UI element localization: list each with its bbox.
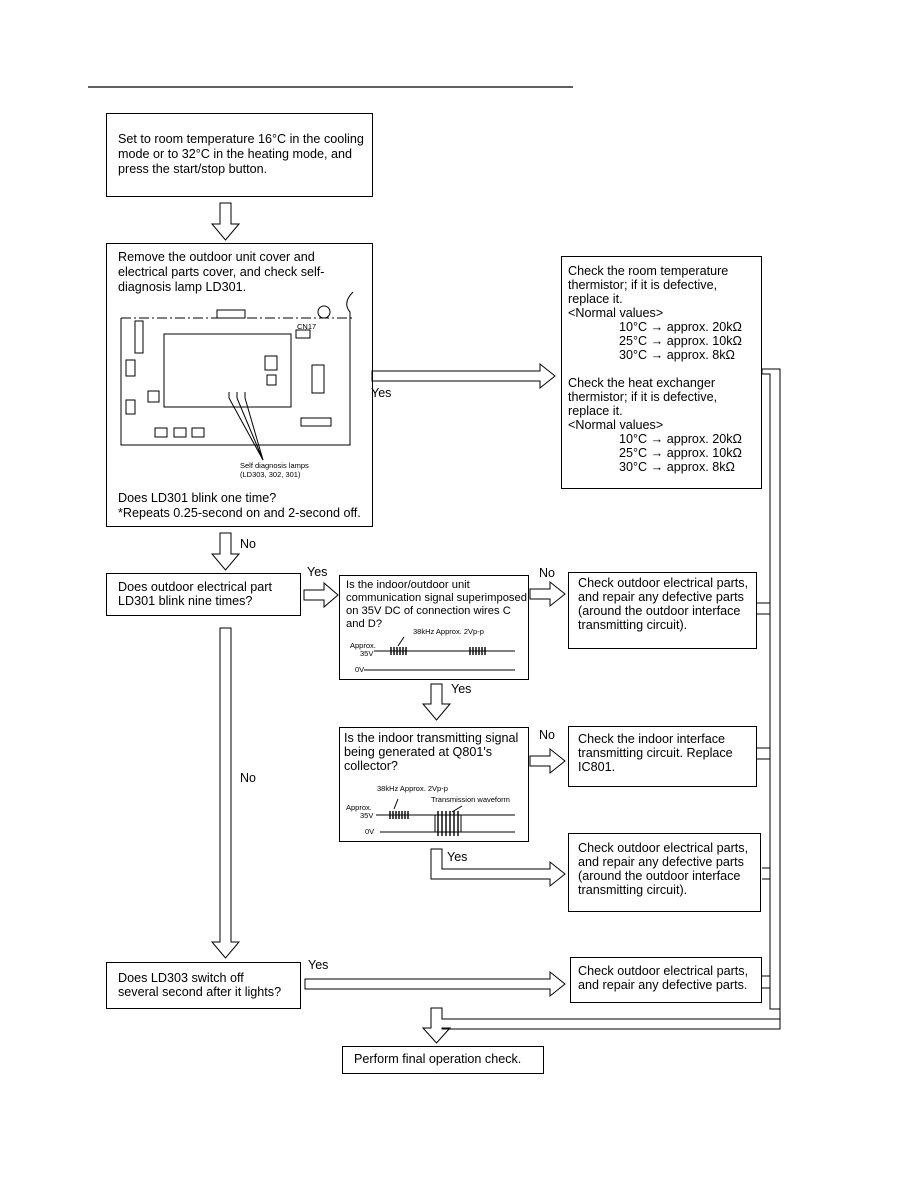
q-ld303-line-1: Does LD303 switch off [118, 971, 244, 985]
step1-line-3: press the start/stop button. [118, 162, 268, 176]
final-box: Perform final operation check. [342, 1046, 544, 1074]
label-yes-outdoor2: Yes [447, 850, 468, 864]
thermistor-line-4: <Normal values> [568, 306, 664, 320]
wave1-label: 38kHz Approx. 2Vp-p [413, 627, 484, 636]
q-indoor-box: Is the indoor transmitting signal being … [339, 727, 529, 842]
thermistor-box: Check the room temperature thermistor; i… [561, 256, 762, 489]
action-outdoor-2-line-3: (around the outdoor interface [578, 869, 741, 883]
thermistor-line-7: replace it. [568, 404, 623, 418]
step2-header-1: Remove the outdoor unit cover and [118, 250, 315, 264]
arrow-down-1 [210, 202, 241, 241]
label-yes-thermistor: Yes [371, 386, 392, 400]
wave2-35v: 35V [360, 811, 374, 820]
action-indoor-box: Check the indoor interface transmitting … [568, 726, 757, 787]
action-indoor-line-1: Check the indoor interface [578, 732, 726, 746]
action-outdoor-3-box: Check outdoor electrical parts, and repa… [570, 957, 762, 1003]
thermistor-value-1: 10°C → approx. 20kΩ [619, 320, 742, 334]
thermistor-value-3: 30°C → approx. 8kΩ [619, 348, 735, 362]
action-outdoor-3-line-1: Check outdoor electrical parts, [578, 964, 749, 978]
wave2-tx-label: Transmission waveform [431, 795, 510, 804]
label-yes-indoor: Yes [451, 682, 472, 696]
wave2-approx: Approx. [346, 803, 372, 812]
label-no-step2: No [240, 537, 256, 551]
label-no-indoor: No [539, 728, 555, 742]
thermistor-line-8: <Normal values> [568, 418, 664, 432]
action-outdoor-1-line-3: (around the outdoor interface [578, 604, 741, 618]
step2-question-1: Does LD301 blink one time? [118, 491, 277, 505]
q-signal-line-1: Is the indoor/outdoor unit [346, 579, 470, 591]
q-nine-line-1: Does outdoor electrical part [118, 580, 273, 594]
action-outdoor-2-box: Check outdoor electrical parts, and repa… [568, 833, 761, 912]
action-outdoor-1-line-4: transmitting circuit). [578, 618, 688, 632]
q-ld303-line-2: several second after it lights? [118, 985, 282, 999]
wave1-approx: Approx. [350, 641, 376, 650]
action-outdoor-1-line-1: Check outdoor electrical parts, [578, 576, 749, 590]
wave2-label: 38kHz Approx. 2Vp-p [377, 784, 448, 793]
wave1-0v: 0V [355, 665, 365, 674]
q-indoor-line-1: Is the indoor transmitting signal [344, 731, 519, 745]
connector-label: CN17 [297, 322, 317, 331]
wave2-0v: 0V [365, 827, 375, 836]
arrow-down-final [421, 368, 781, 1044]
step1-line-2: mode or to 32°C in the heating mode, and [118, 147, 352, 161]
label-no-long: No [240, 771, 256, 785]
arrow-down-long [210, 627, 241, 959]
arrow-down-3 [421, 683, 452, 721]
waveform-1 [364, 636, 515, 671]
thermistor-line-3: replace it. [568, 292, 623, 306]
arrow-right-yes-3 [304, 970, 566, 998]
q-signal-line-2: communication signal superimposed [346, 592, 527, 604]
action-indoor-line-2: transmitting circuit. Replace [578, 746, 733, 760]
step2-box: Remove the outdoor unit cover and electr… [106, 243, 373, 527]
q-nine-line-2: LD301 blink nine times? [118, 594, 253, 608]
arrow-right-no-1 [529, 580, 566, 608]
q-signal-line-3: on 35V DC of connection wires C [346, 605, 511, 617]
waveform-2 [376, 798, 515, 836]
arrow-right-yes-1 [371, 362, 556, 390]
lamps-caption-1: Self diagnosis lamps [240, 461, 309, 470]
action-outdoor-2-line-2: and repair any defective parts [578, 855, 744, 869]
thermistor-line-5: Check the heat exchanger [568, 376, 716, 390]
q-signal-line-4: and D? [346, 618, 383, 630]
q-signal-box: Is the indoor/outdoor unit communication… [339, 575, 529, 680]
action-outdoor-3-line-2: and repair any defective parts. [578, 978, 748, 992]
arrow-down-2 [210, 532, 241, 571]
q-indoor-line-2: being generated at Q801's [344, 745, 493, 759]
circuit-board [120, 291, 355, 461]
action-outdoor-2-line-4: transmitting circuit). [578, 883, 688, 897]
thermistor-line-1: Check the room temperature [568, 264, 729, 278]
thermistor-value-2: 25°C → approx. 10kΩ [619, 334, 742, 348]
action-outdoor-1-line-2: and repair any defective parts [578, 590, 744, 604]
q-ld303-box: Does LD303 switch off several second aft… [106, 962, 301, 1009]
thermistor-value-6: 30°C → approx. 8kΩ [619, 460, 735, 474]
wave1-35v: 35V [360, 649, 374, 658]
lamps-caption-2: (LD303, 302, 301) [240, 470, 301, 479]
arrow-l-yes [430, 848, 566, 888]
thermistor-value-5: 25°C → approx. 10kΩ [619, 446, 742, 460]
step1-box: Set to room temperature 16°C in the cool… [106, 113, 373, 197]
step2-header-3: diagnosis lamp LD301. [118, 280, 247, 294]
arrow-right-no-2 [529, 747, 566, 775]
action-indoor-line-3: IC801. [578, 760, 616, 774]
step1-line-1: Set to room temperature 16°C in the cool… [118, 132, 364, 146]
label-no-signal: No [539, 566, 555, 580]
q-nine-box: Does outdoor electrical part LD301 blink… [106, 573, 301, 616]
q-indoor-line-3: collector? [344, 759, 398, 773]
thermistor-value-4: 10°C → approx. 20kΩ [619, 432, 742, 446]
action-outdoor-1-box: Check outdoor electrical parts, and repa… [568, 572, 757, 649]
final-text: Perform final operation check. [354, 1052, 522, 1066]
arrow-right-yes-2 [303, 581, 339, 609]
label-yes-signal: Yes [307, 565, 328, 579]
label-yes-ld303: Yes [308, 958, 329, 972]
step2-header-2: electrical parts cover, and check self- [118, 265, 325, 279]
action-outdoor-2-line-1: Check outdoor electrical parts, [578, 841, 749, 855]
thermistor-line-2: thermistor; if it is defective, [568, 278, 718, 292]
thermistor-line-6: thermistor; if it is defective, [568, 390, 718, 404]
step2-question-2: *Repeats 0.25-second on and 2-second off… [118, 506, 361, 520]
